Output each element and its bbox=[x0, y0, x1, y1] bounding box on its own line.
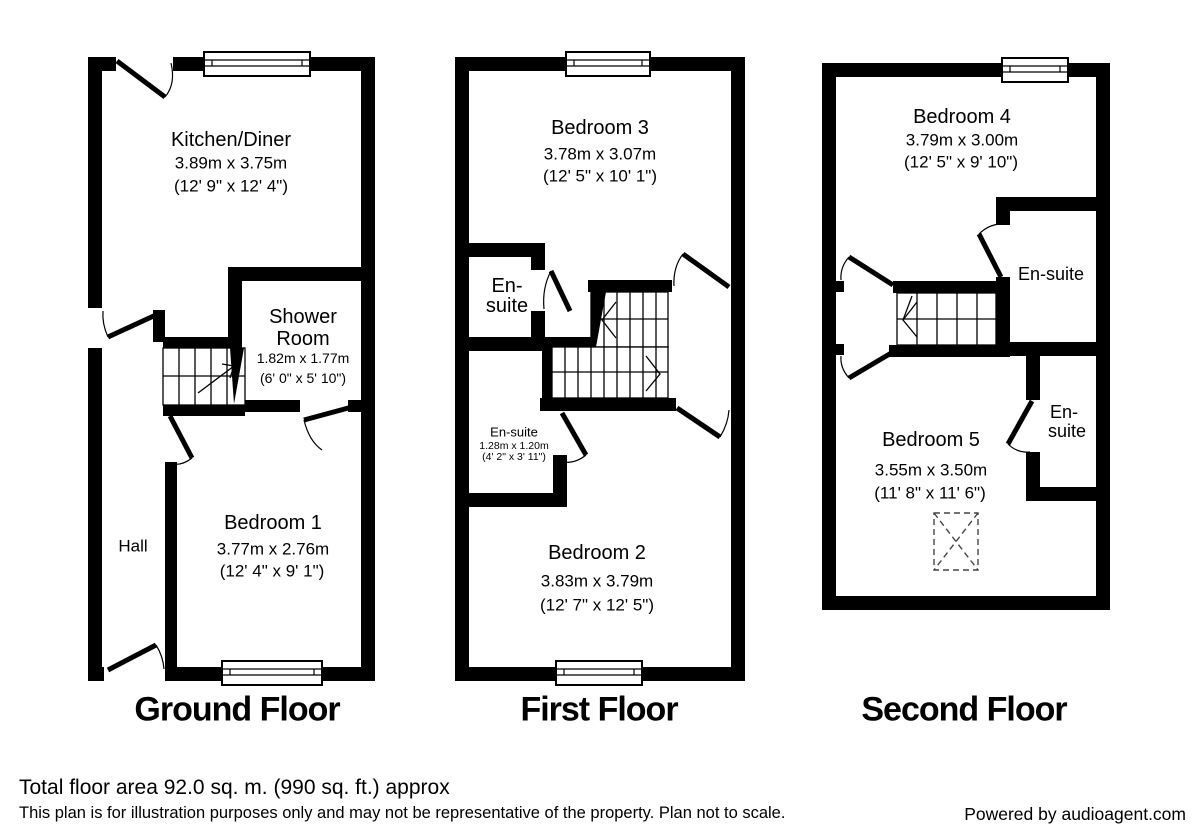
floor-title-first: First Floor bbox=[520, 690, 678, 729]
stair-winder bbox=[230, 348, 244, 404]
room-label-ensuite-upper: En-suite bbox=[1017, 264, 1085, 284]
door-icon bbox=[106, 642, 165, 673]
door-icon bbox=[675, 405, 730, 440]
restricted-area-dashed-box bbox=[933, 512, 979, 571]
room-dims-metric: 3.77m x 2.76m bbox=[216, 539, 330, 559]
door-icon bbox=[976, 223, 1004, 279]
door-icon bbox=[543, 269, 573, 313]
room-dims-imperial: (12' 5" x 10' 1") bbox=[542, 166, 658, 186]
staircase bbox=[551, 291, 669, 399]
room-dims-metric: 3.78m x 3.07m bbox=[543, 144, 657, 164]
window-icon bbox=[221, 660, 323, 686]
room-label-ensuite: suite bbox=[485, 295, 529, 317]
door-icon bbox=[840, 254, 895, 288]
doors bbox=[543, 251, 731, 463]
floor-title-ground: Ground Floor bbox=[134, 690, 340, 729]
room-dims-imperial: (6' 0" x 5' 10") bbox=[259, 370, 347, 386]
stair-direction-arrow bbox=[197, 365, 235, 394]
doors bbox=[102, 59, 353, 673]
ground-floor-plan bbox=[88, 51, 375, 686]
staircase bbox=[162, 347, 246, 406]
second-floor-plan bbox=[822, 57, 1110, 610]
stair-direction-arrow bbox=[601, 301, 617, 339]
door-icon bbox=[167, 414, 195, 465]
room-label-bedroom4: Bedroom 4 bbox=[913, 106, 1011, 128]
room-dims-metric: 3.79m x 3.00m bbox=[905, 130, 1019, 150]
interior-walls bbox=[469, 243, 676, 507]
door-icon bbox=[840, 349, 895, 381]
door-icon bbox=[673, 251, 731, 290]
door-icon bbox=[115, 59, 174, 99]
interior-walls bbox=[836, 197, 1096, 501]
room-dims-imperial: (12' 9" x 12' 4") bbox=[173, 176, 289, 196]
room-dims-metric: 3.89m x 3.75m bbox=[174, 153, 288, 173]
total-floor-area-text: Total floor area 92.0 sq. m. (990 sq. ft… bbox=[19, 776, 450, 799]
doors bbox=[840, 223, 1035, 453]
room-label-bedroom3: Bedroom 3 bbox=[551, 117, 649, 139]
room-dims-metric: 1.28m x 1.20m bbox=[479, 439, 549, 452]
room-dims-imperial: (12' 7" x 12' 5") bbox=[539, 595, 655, 615]
room-label-shower: Shower bbox=[269, 306, 337, 328]
room-label-bedroom2: Bedroom 2 bbox=[548, 542, 646, 564]
door-icon bbox=[102, 310, 160, 340]
room-label-ensuite-lower: En- bbox=[1049, 402, 1079, 422]
room-dims-imperial: (12' 5" x 9' 10") bbox=[903, 152, 1019, 172]
staircase bbox=[896, 292, 997, 346]
room-label-bedroom1: Bedroom 1 bbox=[224, 512, 322, 534]
stair-direction-arrow bbox=[645, 355, 661, 392]
first-floor-plan bbox=[455, 51, 745, 686]
window-icon bbox=[1001, 57, 1069, 83]
stair-winder bbox=[591, 292, 606, 347]
room-dims-imperial: (12' 4" x 9' 1") bbox=[219, 561, 325, 581]
stair-direction-arrow bbox=[902, 295, 913, 321]
room-label-bedroom5: Bedroom 5 bbox=[882, 429, 980, 451]
room-label-ensuite-small: En-suite bbox=[490, 424, 538, 440]
room-label-ensuite-lower: suite bbox=[1047, 421, 1087, 441]
room-dims-metric: 1.82m x 1.77m bbox=[256, 350, 350, 366]
room-label-hall: Hall bbox=[118, 536, 148, 556]
floor-title-second: Second Floor bbox=[861, 690, 1067, 729]
door-icon bbox=[1005, 399, 1035, 453]
room-label-shower: Room bbox=[276, 328, 330, 350]
window-icon bbox=[565, 51, 651, 77]
door-icon bbox=[303, 404, 353, 451]
door-icon bbox=[559, 411, 589, 463]
room-dims-imperial: (4' 2" x 3' 11") bbox=[482, 450, 546, 463]
room-dims-imperial: (11' 8" x 11' 6") bbox=[874, 483, 986, 503]
powered-by-text: Powered by audioagent.com bbox=[964, 804, 1186, 824]
disclaimer-text: This plan is for illustration purposes o… bbox=[19, 804, 786, 822]
window-icon bbox=[555, 660, 643, 686]
window-icon bbox=[203, 51, 311, 77]
room-label-kitchen: Kitchen/Diner bbox=[170, 129, 292, 151]
room-dims-metric: 3.55m x 3.50m bbox=[874, 460, 988, 480]
room-dims-metric: 3.83m x 3.79m bbox=[540, 571, 654, 591]
room-label-ensuite: En- bbox=[491, 275, 523, 297]
interior-walls bbox=[153, 267, 375, 667]
